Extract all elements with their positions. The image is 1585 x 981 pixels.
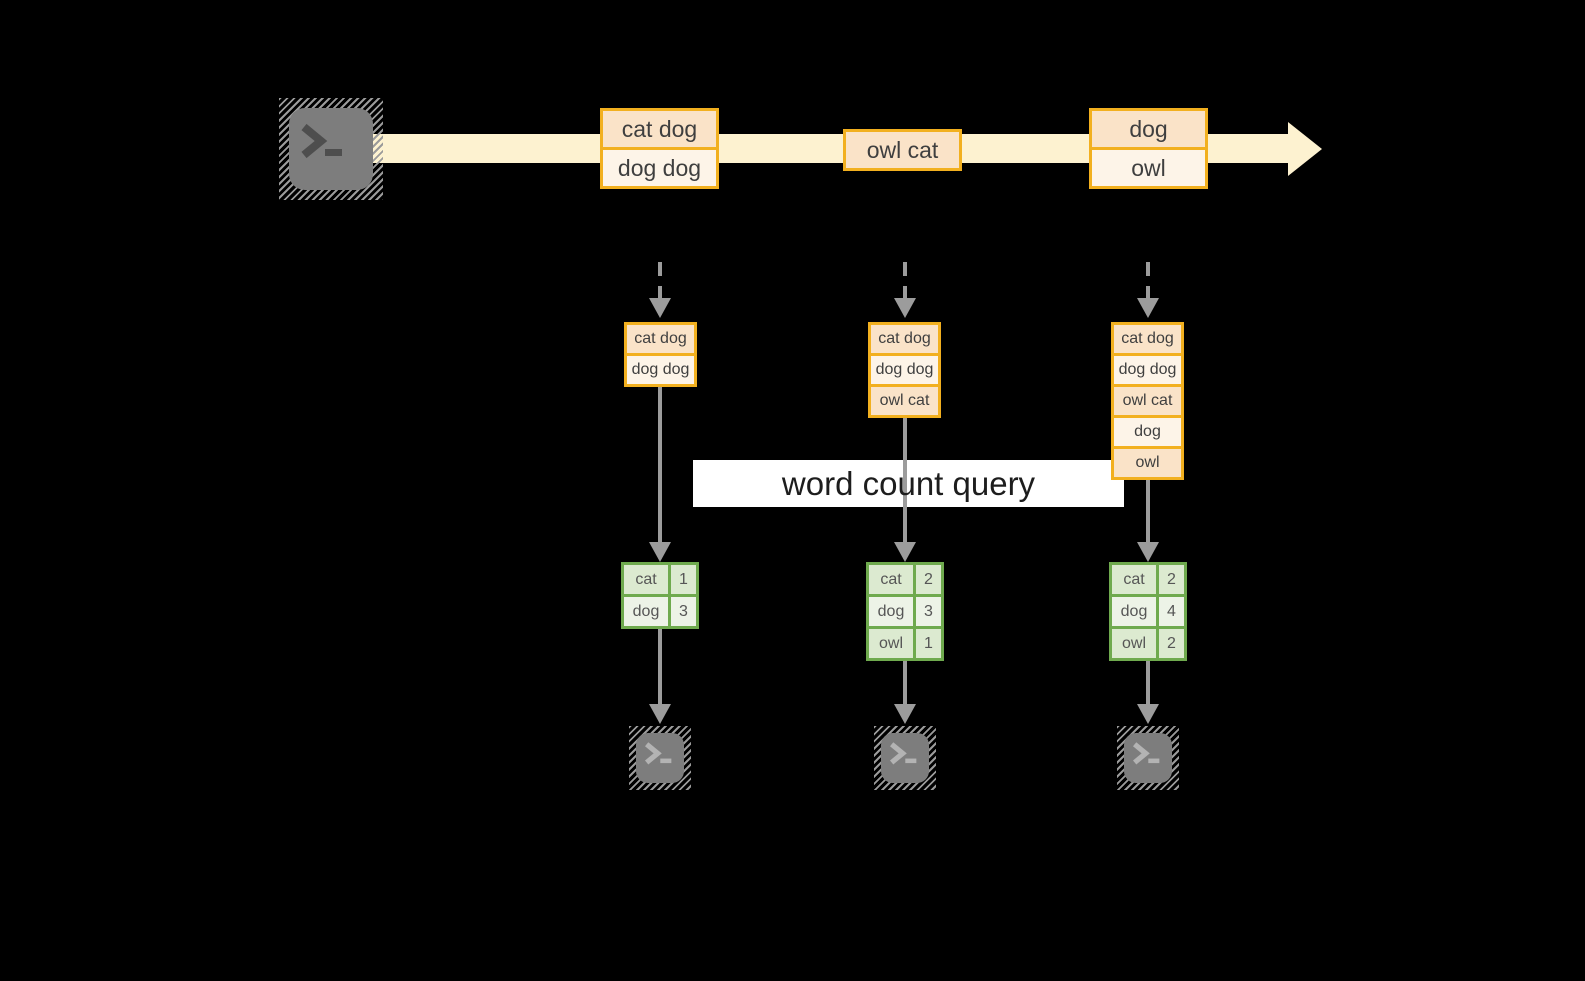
count-cell: 2 <box>913 565 941 594</box>
table-row: cat 2 <box>1112 565 1184 594</box>
source-terminal-icon <box>279 98 383 200</box>
table-to-terminal-arrow <box>658 629 662 704</box>
terminal-body <box>636 733 684 783</box>
table-row: owl 1 <box>869 626 941 658</box>
count-cell: 3 <box>668 597 696 626</box>
word-count-table: cat 1 dog 3 <box>621 562 699 629</box>
stream-message: dog dog <box>603 147 716 186</box>
terminal-prompt-icon <box>644 742 672 765</box>
count-cell: 2 <box>1156 565 1184 594</box>
output-terminal-icon <box>874 726 936 790</box>
record-cell: dog dog <box>871 353 938 384</box>
record-cell: owl cat <box>871 384 938 415</box>
table-row: dog 4 <box>1112 594 1184 626</box>
count-cell: 2 <box>1156 629 1184 658</box>
count-cell: 4 <box>1156 597 1184 626</box>
terminal-body <box>1124 733 1172 783</box>
arrowhead-down-icon <box>894 542 916 562</box>
stack-to-table-arrow <box>1146 480 1150 542</box>
arrowhead-down-icon <box>1137 542 1159 562</box>
table-row: cat 2 <box>869 565 941 594</box>
record-cell: cat dog <box>1114 325 1181 353</box>
table-to-terminal-arrow <box>903 661 907 704</box>
count-cell: 3 <box>913 597 941 626</box>
record-stack: cat dog dog dog owl cat dog owl <box>1111 322 1184 480</box>
terminal-prompt-icon <box>889 742 917 765</box>
stream-message-group: dog owl <box>1089 108 1208 189</box>
arrowhead-down-icon <box>649 542 671 562</box>
stream-to-stack-arrow <box>1146 262 1150 298</box>
arrowhead-down-icon <box>894 704 916 724</box>
record-cell: dog dog <box>1114 353 1181 384</box>
word-cell: owl <box>1112 629 1156 658</box>
stream-to-stack-arrow <box>658 262 662 298</box>
arrowhead-down-icon <box>1137 704 1159 724</box>
word-cell: dog <box>1112 597 1156 626</box>
word-cell: cat <box>1112 565 1156 594</box>
terminal-body <box>881 733 929 783</box>
word-cell: cat <box>869 565 913 594</box>
stream-message-group: cat dog dog dog <box>600 108 719 189</box>
table-row: owl 2 <box>1112 626 1184 658</box>
terminal-prompt-icon <box>301 123 342 159</box>
query-banner <box>693 460 1124 507</box>
word-cell: dog <box>624 597 668 626</box>
terminal-prompt-icon <box>1132 742 1160 765</box>
arrowhead-down-icon <box>649 704 671 724</box>
record-cell: cat dog <box>627 325 694 353</box>
record-cell: owl cat <box>1114 384 1181 415</box>
count-cell: 1 <box>913 629 941 658</box>
stream-message: owl <box>1092 147 1205 186</box>
terminal-body <box>289 108 373 190</box>
stream-message-group: owl cat <box>843 129 962 171</box>
word-cell: owl <box>869 629 913 658</box>
stream-message: cat dog <box>603 111 716 147</box>
record-cell: dog <box>1114 415 1181 446</box>
record-cell: cat dog <box>871 325 938 353</box>
stack-to-table-arrow <box>658 387 662 542</box>
stack-to-table-arrow <box>903 418 907 542</box>
stream-to-stack-arrow <box>903 262 907 298</box>
table-row: cat 1 <box>624 565 696 594</box>
stream-message: owl cat <box>846 132 959 168</box>
query-banner-label: word count query <box>781 465 1036 502</box>
record-cell: owl <box>1114 446 1181 477</box>
word-count-table: cat 2 dog 3 owl 1 <box>866 562 944 661</box>
output-terminal-icon <box>1117 726 1179 790</box>
stream-arrowhead-icon <box>1288 122 1322 176</box>
count-cell: 1 <box>668 565 696 594</box>
record-cell: dog dog <box>627 353 694 384</box>
word-cell: cat <box>624 565 668 594</box>
record-stack: cat dog dog dog <box>624 322 697 387</box>
stream-message: dog <box>1092 111 1205 147</box>
table-row: dog 3 <box>869 594 941 626</box>
table-to-terminal-arrow <box>1146 661 1150 704</box>
table-row: dog 3 <box>624 594 696 626</box>
record-stack: cat dog dog dog owl cat <box>868 322 941 418</box>
arrowhead-down-icon <box>894 298 916 318</box>
arrowhead-down-icon <box>649 298 671 318</box>
word-count-table: cat 2 dog 4 owl 2 <box>1109 562 1187 661</box>
output-terminal-icon <box>629 726 691 790</box>
arrowhead-down-icon <box>1137 298 1159 318</box>
word-cell: dog <box>869 597 913 626</box>
